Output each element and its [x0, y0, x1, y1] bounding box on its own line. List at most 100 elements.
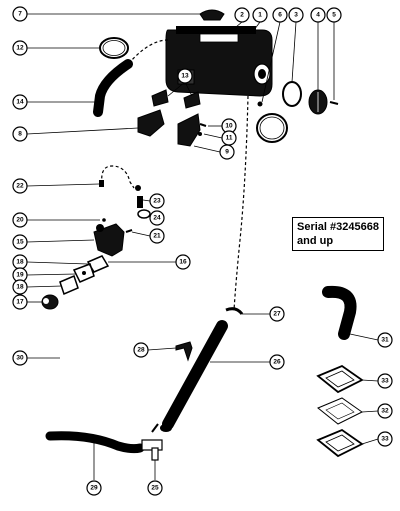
- callout-label: 18: [16, 259, 24, 266]
- callout-3: 3: [288, 7, 304, 23]
- serial-note-line-2: and up: [297, 235, 334, 247]
- callout-22: 22: [12, 178, 28, 194]
- large-hose: [162, 320, 228, 430]
- callout-label: 29: [90, 485, 98, 492]
- manifold-cap: [199, 9, 225, 21]
- end-cover-bolt: [329, 101, 339, 105]
- callout-label: 12: [16, 45, 24, 52]
- tee-fitting-25: [141, 423, 163, 461]
- hose-clamp-24: [137, 209, 151, 219]
- callout-label: 16: [179, 259, 187, 266]
- callout-5: 5: [326, 7, 342, 23]
- callout-33b: 33: [377, 431, 393, 447]
- callout-label: 22: [16, 183, 24, 190]
- callout-label: 13: [181, 73, 189, 80]
- callout-7: 7: [12, 6, 28, 22]
- thermostat: [72, 263, 95, 283]
- callout-label: 23: [153, 198, 161, 205]
- callout-label: 33: [381, 378, 389, 385]
- elbow-hose-31: [322, 285, 357, 340]
- callout-label: 2: [240, 12, 244, 19]
- vent-screw: [102, 218, 106, 222]
- callout-label: 3: [294, 12, 298, 19]
- callout-29: 29: [86, 480, 102, 496]
- callout-27: 27: [269, 306, 285, 322]
- hose-clamp-27: [225, 307, 244, 315]
- callout-21: 21: [149, 228, 165, 244]
- callout-28: 28: [133, 342, 149, 358]
- callout-12: 12: [12, 40, 28, 56]
- callout-label: 27: [273, 311, 281, 318]
- serial-number-note: Serial #3245668 and up: [292, 217, 384, 251]
- callout-label: 30: [16, 355, 24, 362]
- end-cap-gasket: [282, 81, 302, 107]
- thermostat-gasket-16: [86, 255, 110, 273]
- callout-label: 31: [381, 337, 389, 344]
- callout-label: 32: [381, 408, 389, 415]
- callout-label: 26: [273, 359, 281, 366]
- thermostat-housing: [93, 223, 125, 257]
- callout-10: 10: [221, 118, 237, 134]
- leader-lines: [26, 13, 379, 480]
- thermostat-gasket-18: [59, 274, 79, 296]
- callout-label: 1: [258, 12, 262, 19]
- callout-11: 11: [221, 130, 237, 146]
- callout-4: 4: [310, 7, 326, 23]
- callout-2: 2: [234, 7, 250, 23]
- hose-clamp-top: [99, 37, 129, 59]
- callout-33a: 33: [377, 373, 393, 389]
- callout-1: 1: [252, 7, 268, 23]
- callout-label: 8: [18, 131, 22, 138]
- callout-label: 6: [278, 12, 282, 19]
- manifold-gasket-1: [151, 89, 169, 107]
- long-curved-hose: [45, 431, 145, 454]
- callout-label: 17: [16, 299, 24, 306]
- callout-30: 30: [12, 350, 28, 366]
- housing-screw: [125, 229, 133, 233]
- callout-label: 5: [332, 12, 336, 19]
- mounting-gasket-middle: [317, 397, 363, 425]
- manifold-gasket-2: [183, 91, 201, 109]
- mounting-plate-top: [316, 364, 364, 394]
- line-fitting-22: [99, 180, 104, 187]
- callout-label: 19: [16, 272, 24, 279]
- callout-16: 16: [175, 254, 191, 270]
- callout-20: 20: [12, 212, 28, 228]
- callout-label: 10: [225, 123, 233, 130]
- elbow-hose: [93, 59, 133, 117]
- callout-label: 28: [137, 347, 145, 354]
- callout-14: 14: [12, 94, 28, 110]
- callout-label: 18: [16, 284, 24, 291]
- callout-label: 21: [153, 233, 161, 240]
- callout-13: 13: [177, 68, 193, 84]
- callout-18b: 18: [12, 279, 28, 295]
- callout-label: 9: [225, 149, 229, 156]
- callout-label: 25: [151, 485, 159, 492]
- callout-24: 24: [149, 210, 165, 226]
- callout-label: 14: [16, 99, 24, 106]
- hose-bracket: [175, 341, 193, 362]
- callout-6: 6: [272, 7, 288, 23]
- manifold-mount-left: [137, 109, 165, 137]
- callout-17: 17: [12, 294, 28, 310]
- callout-26: 26: [269, 354, 285, 370]
- callout-label: 24: [153, 215, 161, 222]
- hose-clamp-lower: [160, 424, 172, 432]
- manifold-mount-right: [177, 113, 201, 147]
- callout-label: 15: [16, 239, 24, 246]
- callout-8: 8: [12, 126, 28, 142]
- end-cover: [308, 89, 328, 115]
- water-line-dashed-top: [129, 39, 169, 63]
- callout-25: 25: [147, 480, 163, 496]
- tee-fitting-23: [135, 185, 143, 208]
- callout-15: 15: [12, 234, 28, 250]
- exhaust-manifold: [165, 26, 273, 97]
- callout-label: 7: [18, 11, 22, 18]
- callout-label: 20: [16, 217, 24, 224]
- callout-label: 33: [381, 436, 389, 443]
- mounting-plate-bottom: [316, 428, 364, 458]
- callout-18a: 18: [12, 254, 28, 270]
- callout-label: 4: [316, 12, 320, 19]
